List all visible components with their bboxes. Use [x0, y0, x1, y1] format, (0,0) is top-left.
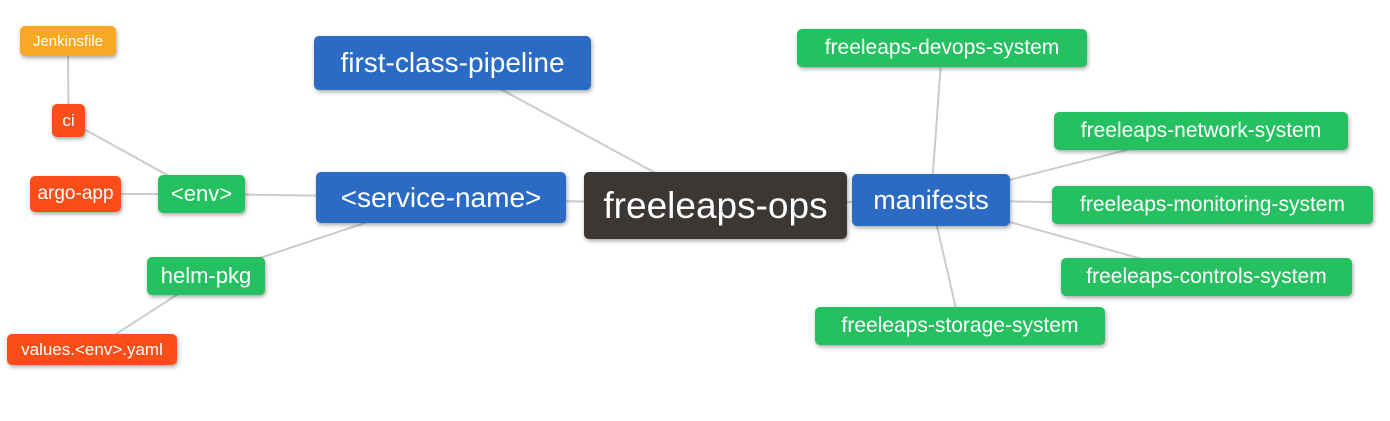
- node-label: freeleaps-monitoring-system: [1080, 193, 1345, 216]
- node-values-env-yaml[interactable]: values.<env>.yaml: [7, 334, 177, 365]
- node-label: argo-app: [37, 183, 114, 204]
- node-freeleaps-ops[interactable]: freeleaps-ops: [584, 172, 847, 239]
- node-label: first-class-pipeline: [340, 47, 565, 78]
- node-label: ci: [62, 110, 75, 130]
- node-label: manifests: [873, 184, 989, 215]
- node-first-class-pipeline[interactable]: first-class-pipeline: [314, 36, 591, 90]
- node-service-name[interactable]: <service-name>: [316, 172, 566, 223]
- node-label: freeleaps-controls-system: [1086, 265, 1327, 288]
- node-jenkinsfile[interactable]: Jenkinsfile: [20, 26, 116, 56]
- node-label: freeleaps-network-system: [1080, 119, 1322, 142]
- node-label: <service-name>: [340, 181, 542, 213]
- node-env[interactable]: <env>: [158, 175, 245, 213]
- node-manifests[interactable]: manifests: [852, 174, 1010, 226]
- node-label: freeleaps-ops: [603, 184, 828, 226]
- node-helm-pkg[interactable]: helm-pkg: [147, 257, 265, 295]
- node-label: <env>: [170, 181, 233, 206]
- node-ci[interactable]: ci: [52, 104, 85, 137]
- node-freeleaps-monitoring-system[interactable]: freeleaps-monitoring-system: [1052, 186, 1373, 224]
- node-label: Jenkinsfile: [32, 32, 104, 50]
- node-freeleaps-devops-system[interactable]: freeleaps-devops-system: [797, 29, 1087, 67]
- node-freeleaps-network-system[interactable]: freeleaps-network-system: [1054, 112, 1348, 150]
- node-freeleaps-controls-system[interactable]: freeleaps-controls-system: [1061, 258, 1352, 296]
- node-freeleaps-storage-system[interactable]: freeleaps-storage-system: [815, 307, 1105, 345]
- node-label: freeleaps-storage-system: [841, 314, 1079, 337]
- node-label: values.<env>.yaml: [21, 339, 163, 359]
- node-label: helm-pkg: [160, 263, 252, 288]
- node-argo-app[interactable]: argo-app: [30, 176, 121, 212]
- node-label: freeleaps-devops-system: [824, 36, 1060, 59]
